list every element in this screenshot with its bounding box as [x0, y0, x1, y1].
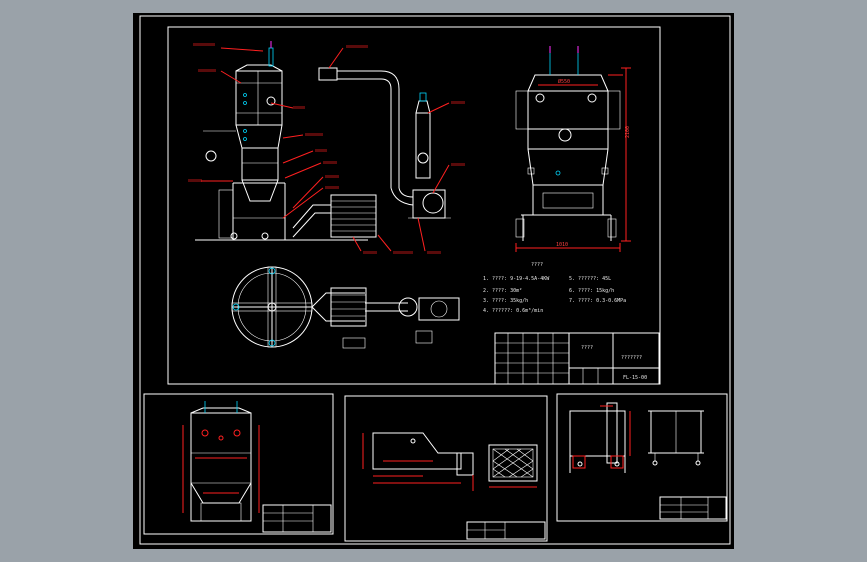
subsheet-3: [556, 393, 728, 522]
title-name: ????: [581, 345, 593, 351]
technical-specs: ???? 1. ????: 9-19-4.5A-4KW 2. ????: 30m…: [483, 262, 626, 314]
subsheet-1: [143, 393, 334, 535]
side-view: 1010 2100 Ø550: [515, 46, 631, 252]
dim-height: 2100: [625, 126, 631, 138]
title-company: ???????: [621, 355, 642, 361]
front-view: [188, 41, 465, 254]
spec-line-7: 7. ????: 0.3-0.6MPa: [569, 298, 626, 304]
dim-diameter: Ø550: [558, 78, 570, 85]
spec-line-5: 5. ??????: 45L: [569, 276, 611, 282]
main-frame: [167, 26, 661, 385]
drawing-sheet: 1010 2100 Ø550 ???? 1. ????: 9-19-4.5A-4…: [133, 13, 734, 549]
spec-title: ????: [531, 262, 543, 268]
spec-line-6: 6. ????: 15kg/h: [569, 288, 614, 294]
title-drawing-no: FL-15-00: [623, 375, 647, 381]
outer-frame: [139, 15, 731, 545]
dim-width: 1010: [556, 242, 568, 248]
spec-line-1: 1. ????: 9-19-4.5A-4KW: [483, 276, 550, 282]
spec-line-2: 2. ????: 30m²: [483, 288, 522, 294]
spec-line-3: 3. ????: 35kg/h: [483, 298, 528, 304]
cad-drawing: 1010 2100 Ø550 ???? 1. ????: 9-19-4.5A-4…: [139, 15, 731, 545]
title-block: ???? ??????? FL-15-00: [494, 332, 660, 385]
plan-view: [231, 266, 460, 349]
subsheet-2: [344, 395, 548, 542]
spec-line-4: 4. ??????: 0.6m³/min: [483, 308, 543, 314]
